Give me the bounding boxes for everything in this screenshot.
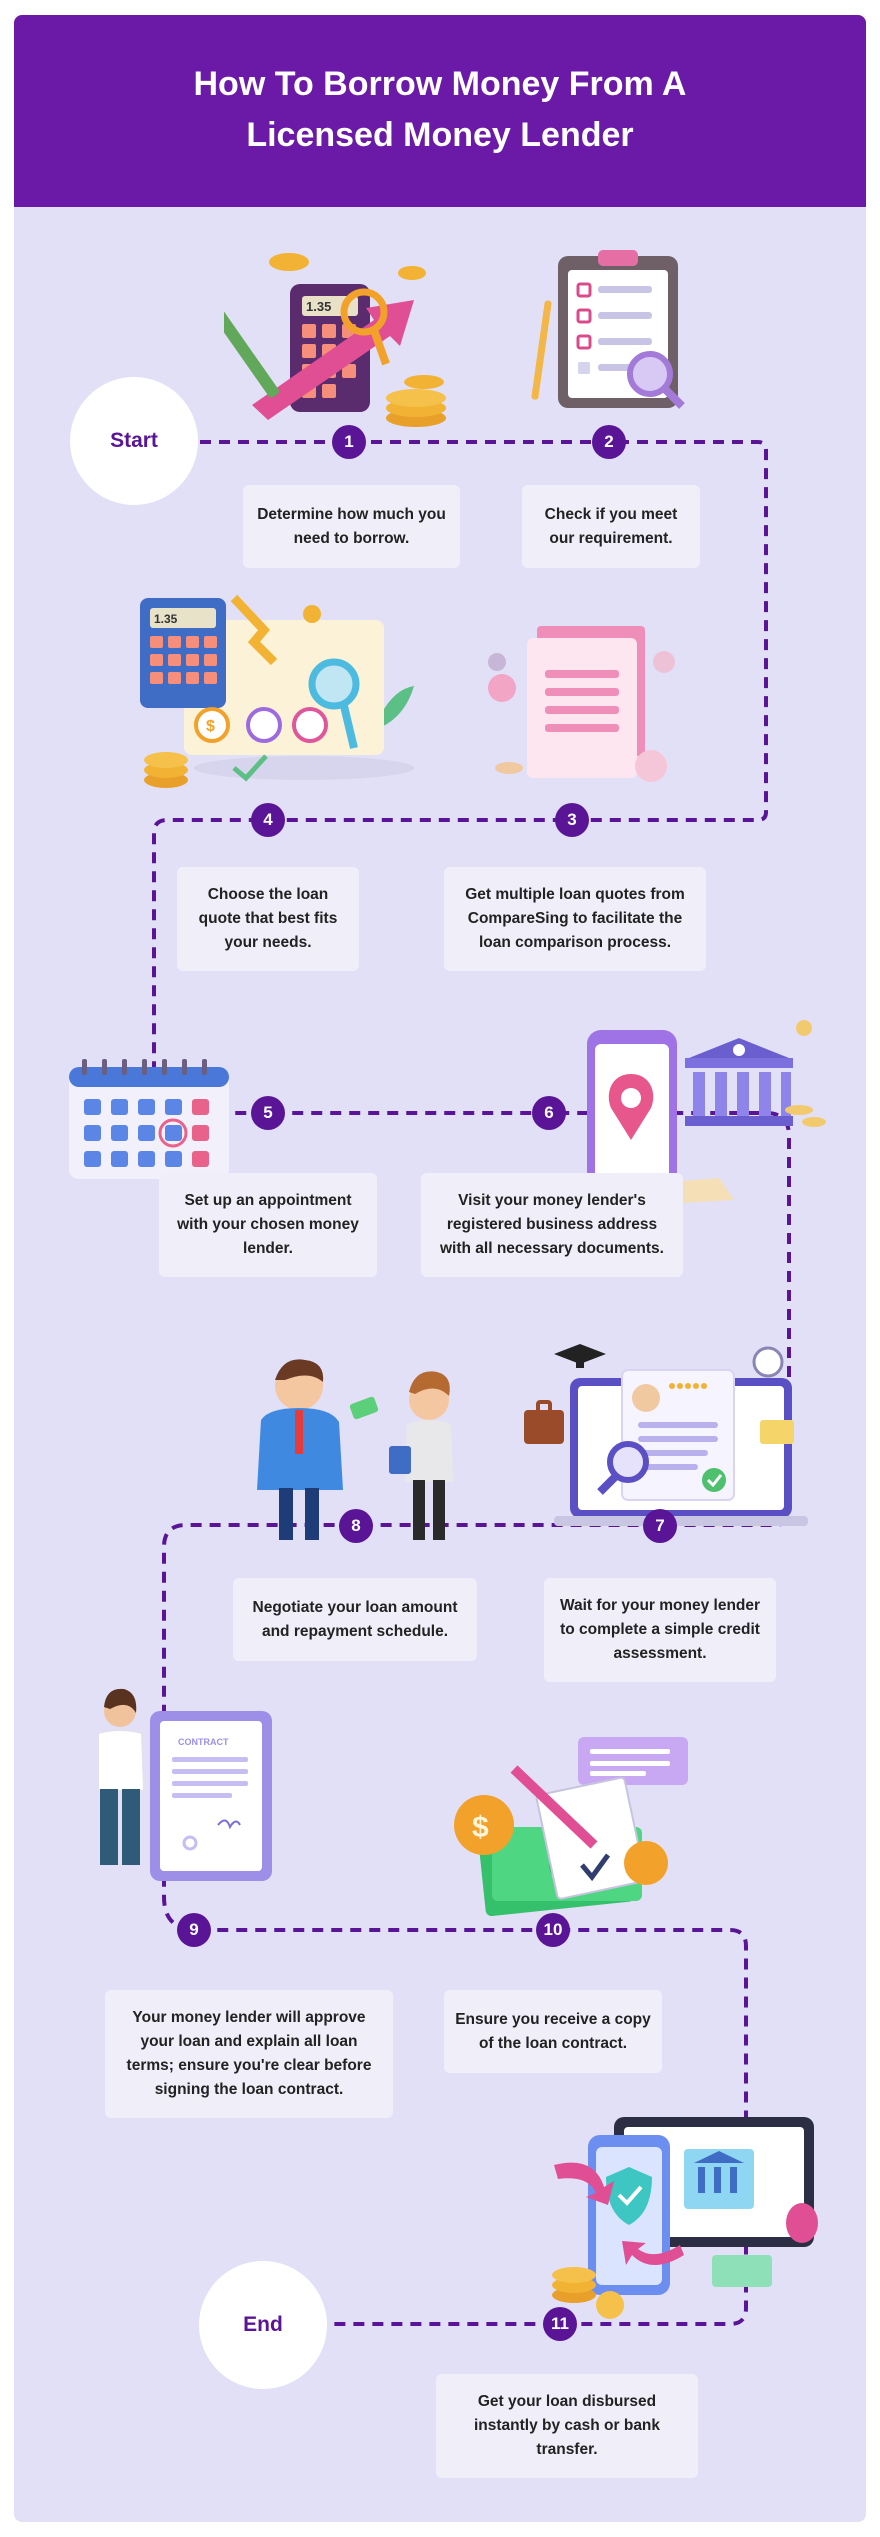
loan-quotes-document-illustration — [469, 610, 689, 805]
step-10-number: 10 — [543, 1920, 563, 1939]
step-3-text: Get multiple loan quotes from CompareSin… — [465, 886, 685, 951]
step-11-number: 11 — [551, 2314, 569, 2333]
title-line-1: How To Borrow Money From A — [193, 65, 687, 103]
step-8-number: 8 — [351, 1516, 361, 1535]
end-label: End — [243, 2313, 283, 2336]
loan-contract-money-illustration: $ — [432, 1715, 692, 1930]
step-3-marker: 3 — [555, 803, 589, 837]
step-1-text: Determine how much you need to borrow. — [257, 505, 446, 547]
step-11-text: Get your loan disbursed instantly by cas… — [473, 2393, 661, 2458]
step-8-marker: 8 — [339, 1509, 373, 1543]
checklist-clipboard-illustration — [524, 240, 714, 435]
step-3-card: Get multiple loan quotes from CompareSin… — [444, 867, 706, 971]
step-8-text: Negotiate your loan amount and repayment… — [252, 1598, 458, 1640]
step-1-number: 1 — [344, 432, 354, 451]
calendar-illustration — [64, 1055, 234, 1190]
credit-assessment-laptop-illustration — [514, 1330, 814, 1535]
step-6-number: 6 — [544, 1103, 554, 1122]
step-3-number: 3 — [567, 810, 577, 829]
quote-comparison-illustration: 1.35 $ — [124, 580, 424, 810]
step-2-marker: 2 — [592, 425, 626, 459]
infographic-panel: How To Borrow Money From A Licensed Money… — [14, 15, 866, 2522]
step-6-text: Visit your money lender's registered bus… — [440, 1192, 664, 1257]
coin-dollar-sign-2: $ — [472, 1811, 489, 1844]
contract-heading-text: CONTRACT — [178, 1737, 229, 1747]
title-line-2: Licensed Money Lender — [246, 116, 634, 154]
page-title: How To Borrow Money From A Licensed Money… — [14, 59, 866, 161]
start-label: Start — [110, 429, 158, 452]
step-6-marker: 6 — [532, 1096, 566, 1130]
disbursement-devices-illustration — [534, 2105, 834, 2330]
step-9-text: Your money lender will approve your loan… — [126, 2009, 372, 2098]
coin-dollar-sign: $ — [206, 718, 215, 735]
header-banner: How To Borrow Money From A Licensed Money… — [14, 15, 866, 207]
step-10-card: Ensure you receive a copy of the loan co… — [444, 1990, 662, 2073]
step-8-card: Negotiate your loan amount and repayment… — [233, 1578, 477, 1661]
calculator-display-text-2: 1.35 — [154, 612, 178, 626]
step-11-card: Get your loan disbursed instantly by cas… — [436, 2374, 698, 2478]
calculator-growth-illustration: 1.35 — [211, 240, 474, 445]
step-4-number: 4 — [263, 810, 273, 829]
step-7-marker: 7 — [643, 1509, 677, 1543]
step-9-card: Your money lender will approve your loan… — [105, 1990, 393, 2118]
step-1-marker: 1 — [332, 425, 366, 459]
negotiation-people-illustration — [239, 1350, 489, 1555]
step-7-card: Wait for your money lender to complete a… — [544, 1578, 776, 1682]
step-4-card: Choose the loan quote that best fits you… — [177, 867, 359, 971]
step-1-card: Determine how much you need to borrow. — [243, 485, 460, 568]
contract-woman-illustration: CONTRACT — [80, 1675, 280, 1900]
step-5-card: Set up an appointment with your chosen m… — [159, 1173, 377, 1277]
step-5-number: 5 — [263, 1103, 273, 1122]
start-node: Start — [70, 377, 198, 505]
step-10-text: Ensure you receive a copy of the loan co… — [455, 2010, 651, 2052]
step-6-card: Visit your money lender's registered bus… — [421, 1173, 683, 1277]
step-7-number: 7 — [655, 1516, 665, 1535]
step-5-marker: 5 — [251, 1096, 285, 1130]
step-11-marker: 11 — [543, 2307, 577, 2341]
step-4-marker: 4 — [251, 803, 285, 837]
step-9-number: 9 — [189, 1920, 199, 1939]
step-2-number: 2 — [604, 432, 614, 451]
calculator-display-text: 1.35 — [306, 299, 331, 314]
step-2-text: Check if you meet our requirement. — [544, 505, 678, 547]
step-2-card: Check if you meet our requirement. — [522, 485, 700, 568]
step-4-text: Choose the loan quote that best fits you… — [198, 886, 338, 951]
step-7-text: Wait for your money lender to complete a… — [559, 1597, 761, 1662]
step-10-marker: 10 — [536, 1913, 570, 1947]
step-5-text: Set up an appointment with your chosen m… — [177, 1192, 359, 1257]
step-9-marker: 9 — [177, 1913, 211, 1947]
end-node: End — [199, 2261, 327, 2389]
